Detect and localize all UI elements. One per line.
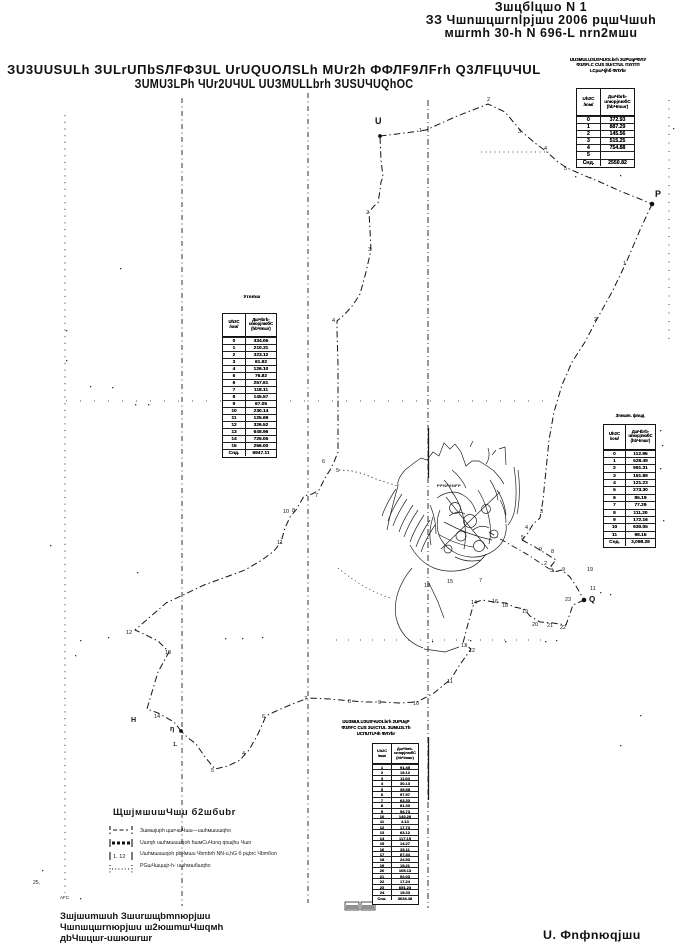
svg-text:5: 5	[211, 768, 214, 774]
svg-text:H: H	[131, 717, 136, 724]
svg-text:9: 9	[562, 567, 565, 573]
svg-text:1: 1	[419, 128, 422, 134]
svg-text:23: 23	[565, 597, 571, 603]
svg-text:4: 4	[525, 525, 528, 531]
svg-text:9: 9	[539, 547, 542, 553]
svg-text:5: 5	[521, 535, 524, 541]
svg-text:7: 7	[315, 493, 318, 499]
svg-text:6: 6	[262, 714, 265, 720]
svg-text:12: 12	[126, 630, 132, 636]
svg-text:14: 14	[471, 600, 477, 606]
svg-text:19: 19	[522, 609, 528, 615]
svg-text:18: 18	[502, 603, 508, 609]
svg-text:20: 20	[532, 622, 538, 628]
svg-text:4: 4	[242, 751, 245, 757]
svg-text:3: 3	[368, 247, 371, 253]
svg-text:9: 9	[378, 700, 381, 706]
svg-text:19: 19	[587, 567, 593, 573]
svg-text:14: 14	[154, 714, 160, 720]
svg-text:8: 8	[551, 549, 554, 555]
svg-text:16: 16	[492, 599, 498, 605]
svg-text:3: 3	[518, 129, 521, 135]
svg-text:10: 10	[413, 701, 419, 707]
svg-text:2: 2	[366, 210, 369, 216]
svg-text:2: 2	[594, 317, 597, 323]
svg-text:7: 7	[304, 696, 307, 702]
svg-text:8: 8	[348, 699, 351, 705]
svg-text:1: 1	[623, 261, 626, 267]
svg-text:11: 11	[447, 679, 453, 685]
svg-text:Q: Q	[589, 595, 595, 604]
svg-text:22: 22	[560, 625, 566, 631]
svg-text:10: 10	[283, 509, 289, 515]
svg-text:21: 21	[547, 623, 553, 629]
svg-text:11: 11	[277, 540, 283, 546]
svg-text:2: 2	[544, 561, 547, 567]
svg-text:Ρ: Ρ	[655, 189, 661, 199]
svg-text:18: 18	[424, 583, 430, 589]
svg-text:8: 8	[292, 508, 295, 514]
svg-text:2: 2	[487, 97, 490, 103]
svg-text:7: 7	[479, 578, 482, 584]
svg-text:η: η	[170, 726, 174, 733]
svg-text:1. 12: 1. 12	[113, 854, 125, 860]
svg-text:13: 13	[165, 650, 171, 656]
svg-text:15: 15	[447, 579, 453, 585]
svg-text:PPNF9NFP: PPNF9NFP	[437, 483, 461, 488]
svg-text:5: 5	[564, 166, 567, 172]
svg-text:13: 13	[461, 643, 467, 649]
svg-text:4: 4	[544, 146, 547, 152]
svg-text:3: 3	[540, 509, 543, 515]
svg-text:12: 12	[469, 648, 475, 654]
svg-text:6: 6	[322, 459, 325, 465]
svg-text:3: 3	[550, 568, 553, 574]
svg-text:4: 4	[332, 318, 335, 324]
svg-text:1.: 1.	[173, 742, 178, 748]
svg-text:5: 5	[336, 468, 339, 474]
svg-text:U: U	[375, 116, 382, 126]
svg-text:11: 11	[590, 586, 596, 592]
